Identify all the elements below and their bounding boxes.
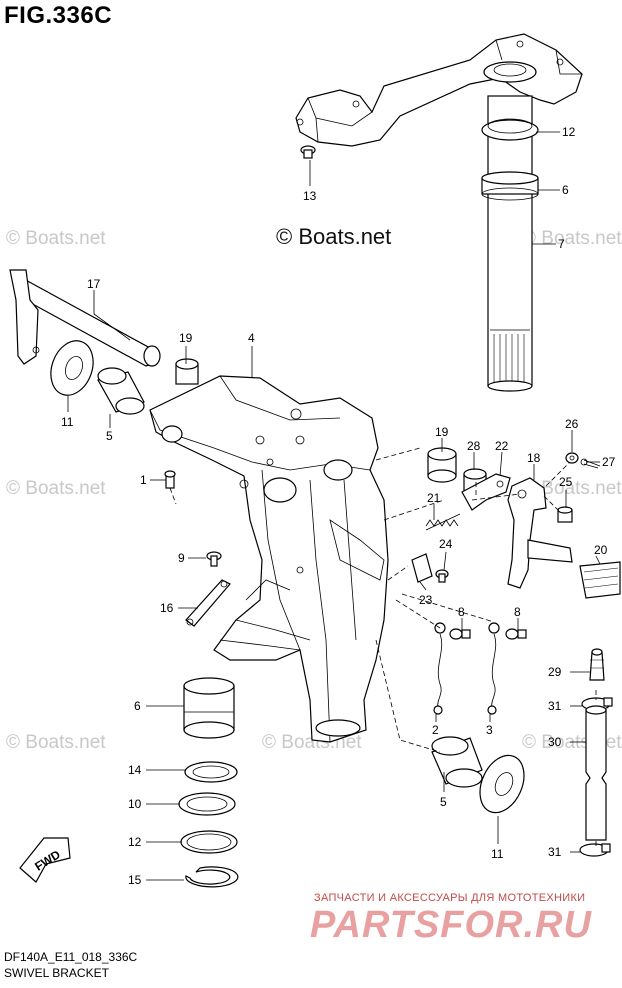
tilt-shaft [9, 269, 161, 367]
ground-cable-3 [487, 622, 500, 715]
watermark: © Boats.net [6, 228, 106, 249]
ground-cable-2 [433, 622, 446, 715]
screw-9 [206, 551, 222, 567]
assembly-lines [169, 447, 597, 846]
callout-2: 2 [432, 723, 439, 737]
bushing-12-bottom [180, 830, 238, 854]
callout-4: 4 [248, 331, 255, 345]
callout-5: 5 [106, 429, 113, 443]
callout-19: 19 [179, 331, 193, 345]
callout-1: 1 [140, 473, 147, 487]
screw-24 [435, 569, 449, 583]
callout-31: 31 [548, 699, 562, 713]
grease-hose-30 [585, 705, 607, 841]
watermark-main: © Boats.net [276, 224, 392, 249]
tilt-lock-lever-18 [507, 477, 573, 589]
washer-10 [178, 792, 236, 816]
callout-24: 24 [439, 537, 453, 551]
callout-27: 27 [602, 455, 616, 469]
model-code: DF140A_E11_018_336C [4, 950, 138, 964]
callout-6: 6 [134, 699, 141, 713]
bolt-8-right [505, 628, 527, 640]
bolt-13 [300, 145, 316, 159]
callout-30: 30 [548, 735, 562, 749]
callout-9: 9 [178, 551, 185, 565]
callout-5: 5 [440, 795, 447, 809]
bushing-5-left [97, 367, 145, 415]
plate-16 [185, 579, 231, 627]
callout-17: 17 [87, 277, 101, 291]
callout-31: 31 [548, 845, 562, 859]
callout-7: 7 [558, 237, 565, 251]
washer-11-left [50, 340, 94, 396]
callout-28: 28 [467, 439, 481, 453]
bushing-5-right [431, 736, 483, 788]
washer-14 [184, 761, 238, 783]
callout-11: 11 [491, 847, 504, 861]
grip-20 [579, 561, 621, 599]
washer-26 [565, 452, 579, 464]
bolt-1 [164, 470, 176, 489]
circlip-15 [185, 866, 239, 888]
callout-26: 26 [565, 417, 579, 431]
callout-15: 15 [128, 873, 142, 887]
advert-tagline: ЗАПЧАСТИ И АКСЕССУАРЫ ДЛЯ МОТОТЕХНИКИ [314, 892, 586, 904]
grease-fitting-29 [589, 648, 605, 681]
watermark: © Boats.net [522, 478, 622, 499]
bracket-23 [411, 553, 433, 583]
lever-22 [461, 473, 511, 511]
bushing-19-left [175, 358, 199, 385]
callout-12: 12 [128, 835, 142, 849]
hose-clamp-31-bottom [579, 843, 611, 857]
callout-11: 11 [61, 415, 74, 429]
callout-14: 14 [128, 763, 142, 777]
callout-3: 3 [486, 723, 493, 737]
callout-22: 22 [495, 439, 509, 453]
callout-19: 19 [435, 425, 449, 439]
callout-18: 18 [527, 451, 541, 465]
bushing-6-bottom [183, 677, 235, 739]
steering-shaft [487, 95, 533, 392]
callout-6: 6 [562, 183, 569, 197]
bushing-6-top [481, 171, 539, 201]
figure-title: FIG.336C [4, 2, 113, 29]
callout-25: 25 [559, 475, 573, 489]
callout-8: 8 [514, 605, 521, 619]
callout-21: 21 [427, 491, 441, 505]
swivel-bracket-body [149, 375, 389, 743]
diagram-subtitle: SWIVEL BRACKET [4, 966, 109, 980]
bushing-12-top [481, 118, 539, 141]
callout-12: 12 [562, 125, 576, 139]
fwd-arrow: FWD [19, 837, 71, 883]
watermark: © Boats.net [6, 732, 106, 753]
callout-13: 13 [303, 189, 317, 203]
bushing-19-right [427, 447, 457, 483]
callout-10: 10 [128, 797, 142, 811]
callout-23: 23 [419, 593, 433, 607]
washer-11-right [479, 754, 525, 814]
advert-logo: PARTSFOR.RU [310, 904, 592, 946]
callout-20: 20 [594, 543, 608, 557]
cotter-pin-27 [580, 458, 601, 469]
callout-16: 16 [160, 601, 174, 615]
steering-bracket [295, 33, 583, 147]
bolt-8-left [449, 628, 471, 640]
leader-lines [67, 131, 601, 881]
watermark: © Boats.net [6, 478, 106, 499]
nut-25 [557, 506, 573, 523]
callout-29: 29 [548, 665, 562, 679]
callout-numbers: 12 6 7 13 17 19 4 11 5 1 9 16 6 14 10 12… [61, 125, 616, 887]
callout-8: 8 [458, 605, 465, 619]
spring-21 [425, 513, 461, 531]
